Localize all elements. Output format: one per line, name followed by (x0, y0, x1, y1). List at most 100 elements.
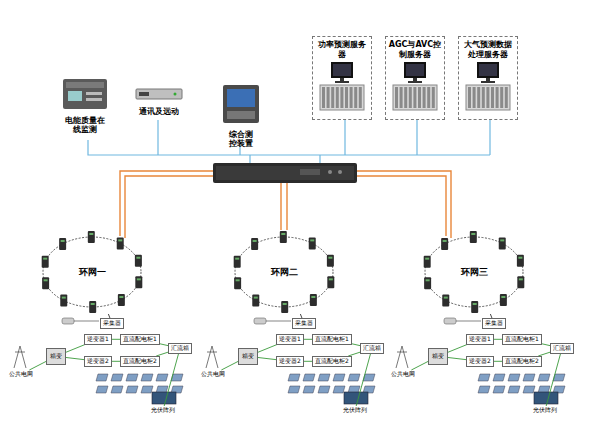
ring-switch (251, 238, 258, 250)
rack-blade (354, 87, 357, 108)
node-label: 光伏阵列 (533, 407, 557, 414)
wire-connector (258, 345, 277, 353)
ring-switch (471, 301, 478, 313)
ring-label: 环网一 (79, 266, 106, 279)
node-label: 逆变器1 (87, 336, 109, 343)
pv-array-icon (152, 392, 176, 404)
component-box: 直流配电柜1 (312, 334, 352, 345)
ring-network: 环网一 (37, 230, 147, 314)
ring-line (43, 237, 141, 307)
server-group: 功率预测服务器 (312, 36, 372, 120)
component-box: 逆变器1 (466, 334, 494, 345)
ring-switch (500, 294, 507, 306)
node-label: 电能质量在线监测 (65, 116, 105, 134)
component-box: 光伏阵列 (532, 406, 558, 415)
ring-switch (517, 276, 524, 288)
wire-connector (164, 354, 178, 406)
rack-blade (473, 87, 476, 108)
component-box: 汇流箱 (168, 343, 192, 354)
node-label: 直流配电柜1 (315, 336, 349, 343)
component-box: 直流配电柜2 (120, 356, 160, 367)
node-label: 逆变器2 (469, 358, 491, 365)
ring-switch (327, 276, 334, 288)
pv-panel (111, 374, 123, 381)
camera (444, 318, 456, 324)
node-label: 通讯及远动 (134, 107, 184, 116)
device: 综合测控装置 (222, 84, 260, 148)
rack-blade (413, 87, 416, 108)
ring-switch (234, 277, 241, 289)
component-box: 汇流箱 (360, 343, 384, 354)
node-label: 箱变 (242, 353, 254, 360)
rack-blade (395, 87, 398, 108)
pv-panel (508, 374, 520, 381)
component-box: 公共电网 (8, 370, 34, 379)
component-box: 箱变 (238, 348, 258, 365)
wire-connector (304, 361, 312, 362)
rack-blade (500, 87, 503, 108)
ring-network: 环网二 (229, 230, 339, 314)
switch-led (310, 239, 314, 241)
pv-panel (96, 386, 108, 393)
component-box: 直流配电柜2 (312, 356, 352, 367)
ring-switch (280, 231, 287, 243)
switch-led (500, 239, 504, 241)
switch-led (501, 296, 505, 298)
rack-blade (359, 87, 362, 108)
ring-switch (499, 237, 506, 249)
rack-blade (327, 87, 330, 108)
ring-switch (135, 276, 142, 288)
component-box: 箱变 (428, 348, 448, 365)
component-box: 直流配电柜1 (502, 334, 542, 345)
switch-led (118, 239, 122, 241)
node-label: 直流配电柜2 (505, 358, 539, 365)
pv-panel (303, 386, 315, 393)
rack-blade (496, 87, 499, 108)
node-label: 汇流箱 (363, 345, 381, 352)
wire-connector (356, 354, 370, 406)
ring-switch (89, 301, 96, 313)
switch-led (518, 257, 522, 259)
node-label: 光伏阵列 (151, 407, 175, 414)
switch-led (329, 278, 333, 280)
node-label: 逆变器2 (87, 358, 109, 365)
pv-panel (318, 386, 330, 393)
wire-connector (546, 354, 560, 406)
power-tower (206, 346, 218, 368)
pv-panel (126, 374, 138, 381)
server-group: 大气预测数据处理服务器 (458, 36, 518, 120)
node-label: 汇流箱 (171, 345, 189, 352)
switch-led (235, 258, 239, 260)
power-tower (14, 346, 26, 368)
device-icon (62, 78, 108, 114)
switch-led (443, 240, 447, 242)
switch-led (254, 297, 258, 299)
switch-led (519, 278, 523, 280)
node-label: 光伏阵列 (343, 407, 367, 414)
tower-arm (207, 352, 217, 353)
ring-switch (310, 294, 317, 306)
rack-blade (400, 87, 403, 108)
switch-led (311, 296, 315, 298)
wire-connector (494, 339, 502, 340)
switch-led (253, 240, 257, 242)
component-box: 箱变 (46, 348, 66, 365)
switch-led (91, 303, 95, 305)
wire-connector (160, 344, 168, 346)
device: 通讯及远动 (134, 86, 184, 116)
blue-bus (88, 120, 490, 164)
pv-panel (288, 386, 300, 393)
pv-panel (333, 374, 345, 381)
switch-led (473, 303, 477, 305)
tower-arm (15, 352, 25, 353)
node-label: 公共电网 (9, 371, 33, 378)
server-icon (464, 61, 512, 115)
node-label: 采集器 (485, 320, 503, 327)
switch-led (89, 233, 93, 235)
wire-connector (304, 339, 312, 340)
rack-blade (331, 87, 334, 108)
node-label: 采集器 (103, 320, 121, 327)
ring-switch (517, 255, 524, 267)
camera-wire (456, 321, 481, 322)
node-label: 直流配电柜1 (123, 336, 157, 343)
